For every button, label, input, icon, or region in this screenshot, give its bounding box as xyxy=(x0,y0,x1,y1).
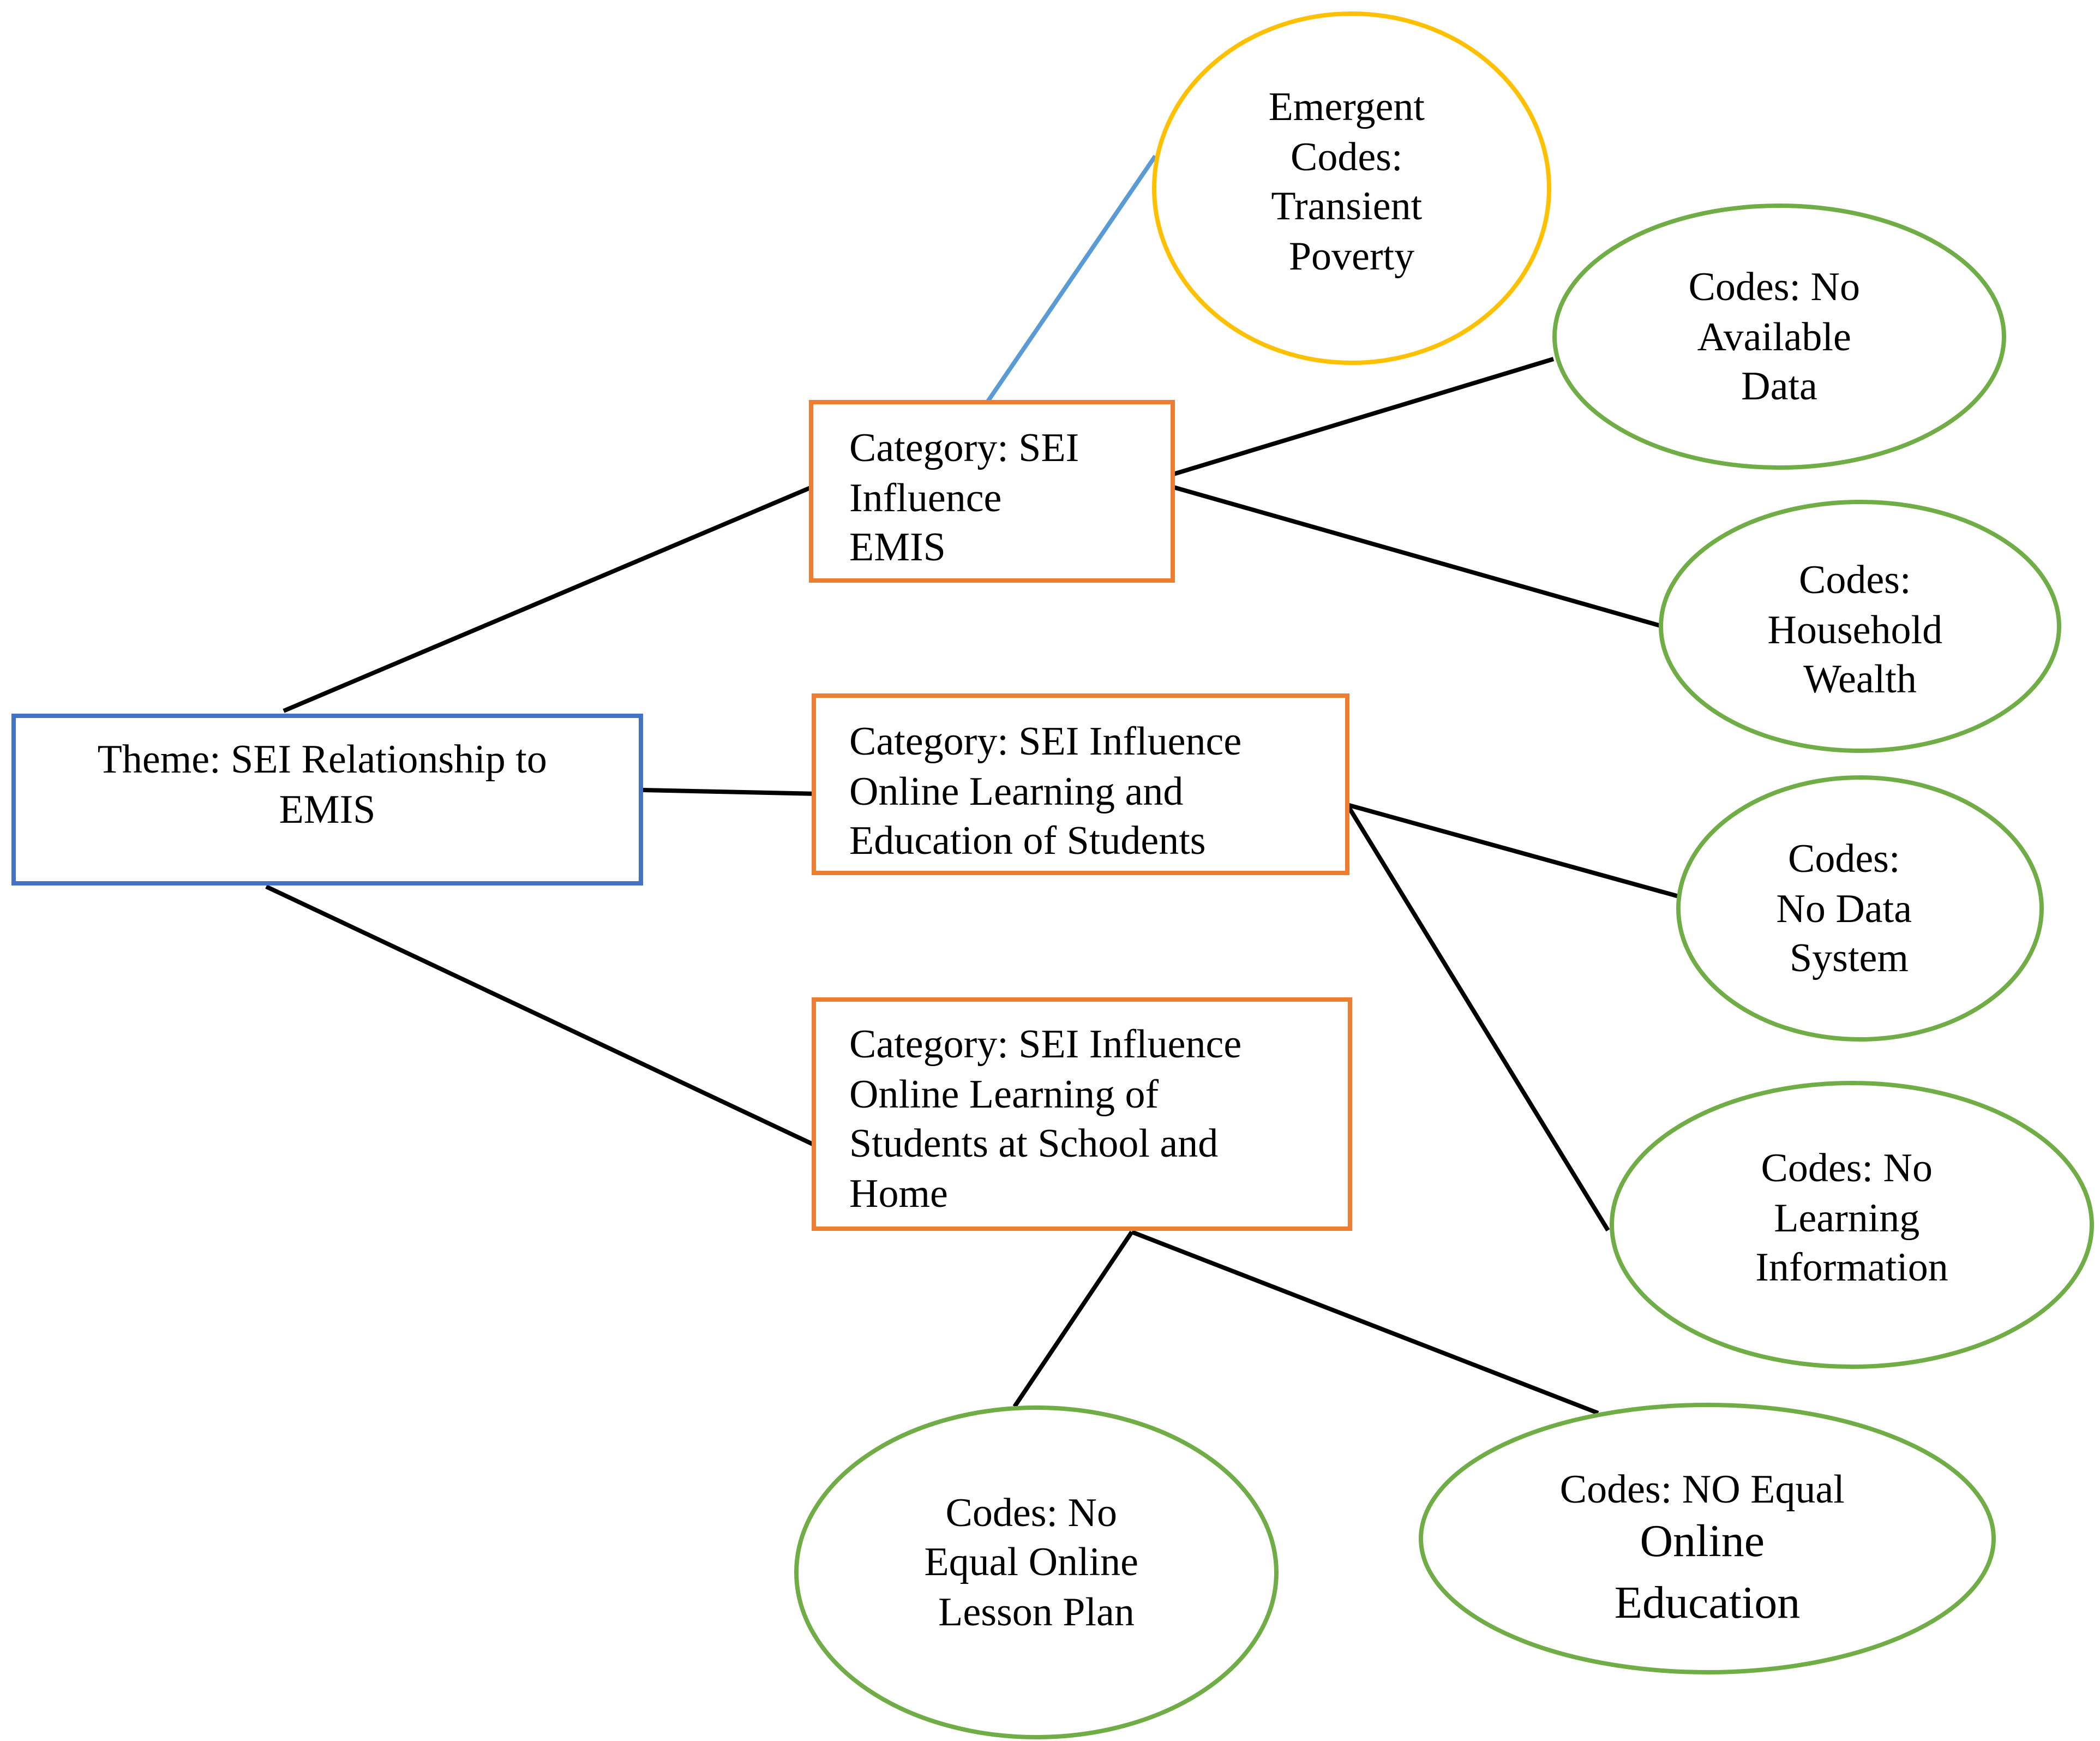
category-node-3: Category: SEI Influence Online Learning … xyxy=(812,997,1352,1231)
arrow-theme-to-category-1 xyxy=(283,483,817,713)
arrow-category-1-to-emergent xyxy=(985,154,1157,404)
category-3-line-2: Online Learning of xyxy=(849,1072,1159,1117)
code-1-line-3: Data xyxy=(1741,364,1817,409)
category-1-label: Category: SEI Influence EMIS xyxy=(849,426,1089,570)
arrow-category-2-to-code-4 xyxy=(1345,803,1610,1232)
code-4-line-1: Codes: No xyxy=(1761,1146,1933,1190)
theme-label: Theme: SEI Relationship to EMIS xyxy=(98,737,557,832)
code-5-line-3: Lesson Plan xyxy=(938,1590,1135,1635)
category-box-2 xyxy=(812,693,1349,875)
arrows xyxy=(265,154,1684,1415)
category-node-1: Category: SEI Influence EMIS xyxy=(809,400,1175,583)
theme-line-1: Theme: SEI Relationship to xyxy=(98,737,547,782)
category-3-line-3: Students at School and xyxy=(849,1121,1218,1166)
category-box-1 xyxy=(809,400,1175,583)
category-2-label: Category: SEI Influence Online Learning … xyxy=(849,719,1252,863)
emergent-codes-ellipse xyxy=(1152,11,1551,365)
code-3-line-2: No Data xyxy=(1776,887,1912,931)
category-2-line-2: Online Learning and xyxy=(849,769,1183,814)
code-node-4: Codes: No Learning Information xyxy=(1610,1081,2094,1369)
category-1-line-3: EMIS xyxy=(849,525,946,570)
emergent-line-1: Emergent xyxy=(1269,85,1425,129)
code-3-label: Codes: No Data System xyxy=(1776,836,1922,980)
theme-line-2: EMIS xyxy=(279,787,376,832)
category-box-3 xyxy=(812,997,1352,1231)
category-3-label: Category: SEI Influence Online Learning … xyxy=(849,1022,1252,1216)
code-1-line-1: Codes: No xyxy=(1689,265,1861,309)
code-ellipse-2 xyxy=(1659,500,2061,753)
code-node-5: Codes: No Equal Online Lesson Plan xyxy=(794,1405,1279,1739)
code-2-line-3: Wealth xyxy=(1803,657,1917,702)
emergent-line-4: Poverty xyxy=(1289,234,1414,279)
code-3-line-3: System xyxy=(1790,936,1909,980)
code-5-line-2: Equal Online xyxy=(924,1540,1138,1584)
category-1-line-1: Category: SEI xyxy=(849,426,1079,470)
arrow-theme-to-category-3 xyxy=(265,884,815,1147)
code-5-line-1: Codes: No xyxy=(946,1491,1118,1535)
arrow-category-2-to-code-3 xyxy=(1346,803,1684,900)
code-1-line-2: Available xyxy=(1697,315,1851,360)
category-2-line-1: Category: SEI Influence xyxy=(849,719,1241,764)
arrow-category-1-to-code-2 xyxy=(1171,484,1664,629)
code-4-line-2: Learning xyxy=(1774,1196,1919,1241)
code-6-line-2: Online xyxy=(1640,1516,1765,1566)
code-2-line-2: Household xyxy=(1767,608,1942,653)
code-node-3: Codes: No Data System xyxy=(1676,775,2044,1042)
arrow-category-1-to-code-1 xyxy=(1171,357,1555,477)
code-4-label: Codes: No Learning Information xyxy=(1755,1146,1948,1290)
category-3-line-1: Category: SEI Influence xyxy=(849,1022,1241,1067)
emergent-codes-node: Emergent Codes: Transient Poverty xyxy=(1152,11,1551,365)
code-node-2: Codes: Household Wealth xyxy=(1659,500,2061,753)
code-ellipse-3 xyxy=(1676,775,2044,1042)
code-1-label: Codes: No Available Data xyxy=(1689,265,1870,409)
code-ellipse-5 xyxy=(794,1405,1279,1739)
category-2-line-3: Education of Students xyxy=(849,818,1206,863)
code-3-line-1: Codes: xyxy=(1788,836,1900,881)
code-ellipse-4 xyxy=(1610,1081,2094,1369)
category-3-line-4: Home xyxy=(849,1171,948,1216)
arrow-theme-to-category-2 xyxy=(642,788,819,796)
category-node-2: Category: SEI Influence Online Learning … xyxy=(812,693,1349,875)
emergent-codes-label: Emergent Codes: Transient Poverty xyxy=(1269,85,1435,279)
theme-box xyxy=(11,714,643,886)
code-5-label: Codes: No Equal Online Lesson Plan xyxy=(924,1491,1148,1635)
code-6-line-3: Education xyxy=(1615,1577,1801,1628)
arrow-category-3-to-code-6 xyxy=(1131,1230,1599,1415)
code-6-label: Codes: NO Equal Online Education xyxy=(1560,1467,1855,1628)
category-1-line-2: Influence xyxy=(849,476,1001,520)
code-node-6: Codes: NO Equal Online Education xyxy=(1419,1403,1996,1674)
theme-node: Theme: SEI Relationship to EMIS xyxy=(11,714,643,886)
code-4-line-3: Information xyxy=(1755,1245,1948,1290)
emergent-line-3: Transient xyxy=(1271,184,1422,229)
code-ellipse-6 xyxy=(1419,1403,1996,1674)
code-2-line-1: Codes: xyxy=(1799,558,1911,602)
arrow-category-3-to-code-5 xyxy=(1012,1230,1134,1408)
code-2-label: Codes: Household Wealth xyxy=(1767,558,1952,702)
code-ellipse-1 xyxy=(1552,204,2006,470)
emergent-line-2: Codes: xyxy=(1291,135,1403,180)
code-6-line-1: Codes: NO Equal xyxy=(1560,1467,1845,1512)
code-node-1: Codes: No Available Data xyxy=(1552,204,2006,470)
